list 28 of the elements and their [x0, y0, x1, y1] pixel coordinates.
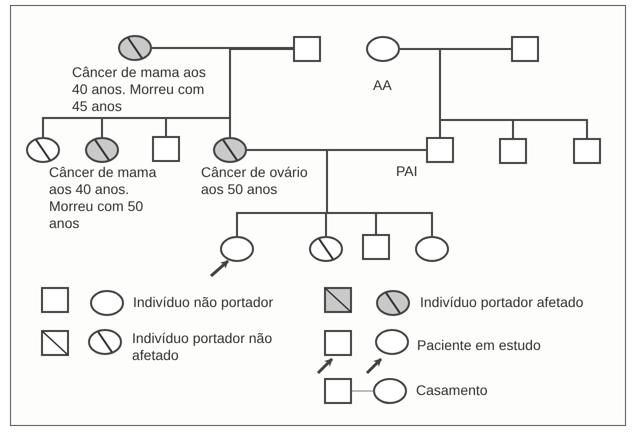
pointer-arrow — [210, 260, 229, 278]
male-symbol — [499, 138, 527, 164]
female-symbol — [213, 137, 247, 163]
legend-label: Indivíduo não portador — [133, 294, 274, 311]
legend-label: Paciente em estudo — [417, 337, 542, 354]
descent-line — [439, 48, 588, 138]
annotation-text: Câncer de mama aos 40 anos. Morreu com 50 anos — [49, 164, 158, 232]
female-symbol — [309, 236, 343, 262]
female-symbol — [366, 36, 400, 62]
annotation-text: Câncer de mama aos 40 anos. Morreu com 45 anos — [72, 64, 207, 115]
male-symbol — [152, 136, 180, 162]
female-symbol — [220, 236, 254, 262]
male-symbol — [511, 36, 539, 62]
annotation-text: Câncer de ovário aos 50 anos — [201, 164, 309, 198]
descent-line — [229, 48, 293, 137]
male-symbol — [426, 137, 454, 163]
legend-label: Indivíduo portador afetado — [420, 294, 584, 311]
male-symbol — [362, 234, 390, 260]
female-symbol — [26, 137, 60, 163]
annotation-text: PAI — [396, 163, 419, 180]
female-symbol — [85, 137, 119, 163]
male-symbol — [293, 36, 321, 62]
female-symbol — [415, 236, 449, 262]
annotation-text: AA — [373, 77, 393, 94]
male-symbol — [573, 138, 601, 164]
legend-label: Indivíduo portador não afetado — [132, 330, 274, 364]
legend-label: Casamento — [416, 382, 489, 399]
female-symbol — [118, 35, 152, 61]
